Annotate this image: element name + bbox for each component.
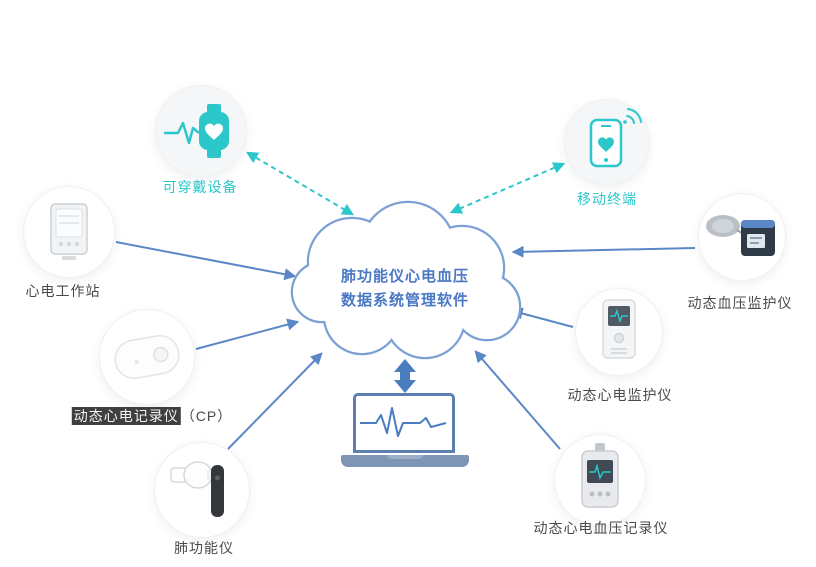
node-ecg-bp-recorder [554, 434, 646, 526]
arrow-workstation-cloud [115, 241, 297, 281]
arrow-mobile-cloud [449, 162, 566, 214]
label-ecg-monitor: 动态心电监护仪 [567, 387, 673, 403]
laptop-ecg-icon [353, 393, 455, 453]
node-wearable [155, 85, 247, 177]
arrow-cloud-laptop [394, 359, 416, 393]
arrow-ecg-monitor-cloud [510, 307, 574, 328]
node-workstation [23, 186, 115, 278]
label-spirometer: 肺功能仪 [174, 540, 234, 556]
label-workstation: 心电工作站 [25, 283, 101, 299]
label-wearable: 可穿戴设备 [162, 179, 238, 195]
ecg-recorder-icon [114, 334, 180, 380]
arrow-ecg-bp-recorder-cloud [474, 350, 561, 450]
arrow-holter-cloud [195, 318, 300, 350]
ecg-bp-recorder-icon [581, 443, 619, 508]
label-holter-highlight: 动态心电记录仪 [71, 407, 181, 425]
label-abp-monitor: 动态血压监护仪 [687, 295, 793, 311]
node-spirometer [154, 442, 250, 538]
smartwatch-heart-icon [164, 104, 229, 158]
label-holter-cp: 动态心电记录仪（CP） [71, 406, 233, 426]
laptop-base [341, 455, 469, 467]
spirometer-icon [170, 461, 224, 517]
label-mobile: 移动终端 [577, 191, 637, 207]
bp-monitor-icon [706, 215, 775, 256]
cloud-title-line1: 肺功能仪心电血压 [340, 268, 469, 285]
node-holter-cp [99, 309, 195, 405]
label-holter-suffix: （CP） [180, 408, 233, 424]
label-ecg-bp-recorder: 动态心电血压记录仪 [533, 520, 669, 536]
cloud-title-line2: 数据系统管理软件 [340, 292, 469, 309]
arrow-spirometer-cloud [227, 352, 323, 450]
node-abp-monitor [698, 193, 786, 281]
ecg-workstation-icon [50, 203, 88, 260]
node-ecg-monitor [575, 288, 663, 376]
node-mobile [564, 99, 650, 185]
cloud-title: 肺功能仪心电血压 数据系统管理软件 [305, 265, 505, 313]
smartphone-heart-signal-icon [589, 108, 642, 168]
cloud-icon [290, 200, 522, 360]
laptop-ecg-waveform [360, 407, 447, 437]
arrow-abp-cloud [511, 245, 696, 258]
arrow-wearable-cloud [245, 151, 355, 216]
ecg-monitor-icon [602, 299, 636, 359]
